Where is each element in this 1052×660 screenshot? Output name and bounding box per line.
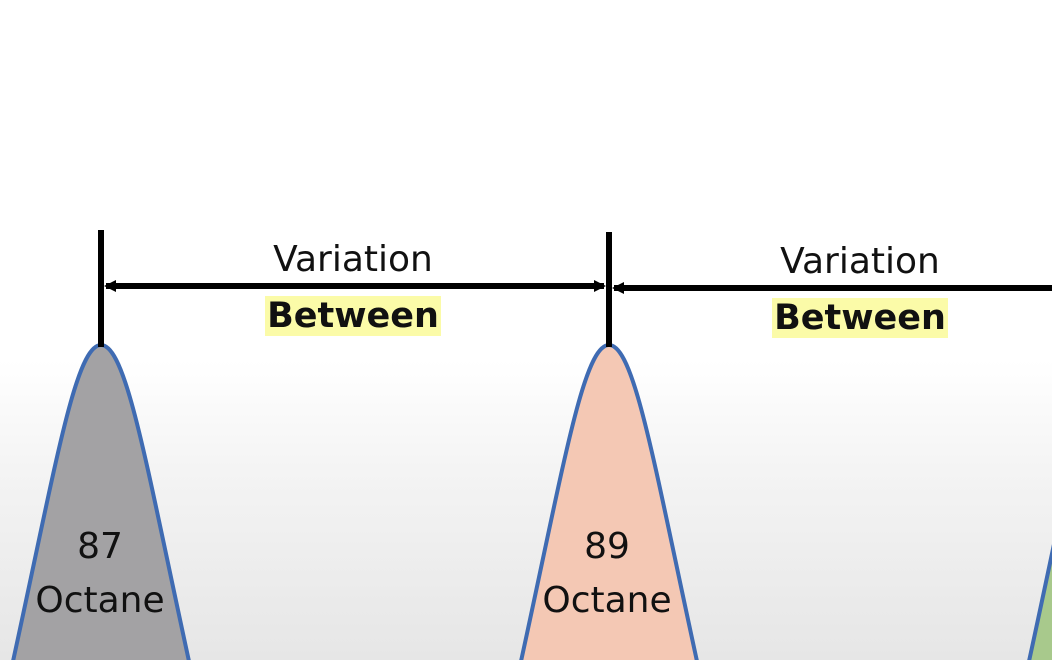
- gap-2-line2: Between: [772, 298, 948, 338]
- gap-2-line1: Variation: [780, 241, 940, 282]
- peak-87-label: 87 Octane: [0, 520, 200, 628]
- gap-caption-2: Variation Between: [740, 242, 980, 338]
- peak-87-value: 87: [77, 526, 123, 567]
- gap-caption-1: Variation Between: [233, 240, 473, 336]
- gap-1-line2-wrapper: Between: [233, 296, 473, 336]
- gap-2-line2-wrapper: Between: [740, 298, 980, 338]
- peak-87-unit: Octane: [35, 580, 165, 621]
- peak-third-curve: [1027, 544, 1052, 660]
- gap-1-line1: Variation: [273, 239, 433, 280]
- peak-89-value: 89: [584, 526, 630, 567]
- gap-1-line2: Between: [265, 296, 441, 336]
- peak-89-unit: Octane: [542, 580, 672, 621]
- peak-89-label: 89 Octane: [507, 520, 707, 628]
